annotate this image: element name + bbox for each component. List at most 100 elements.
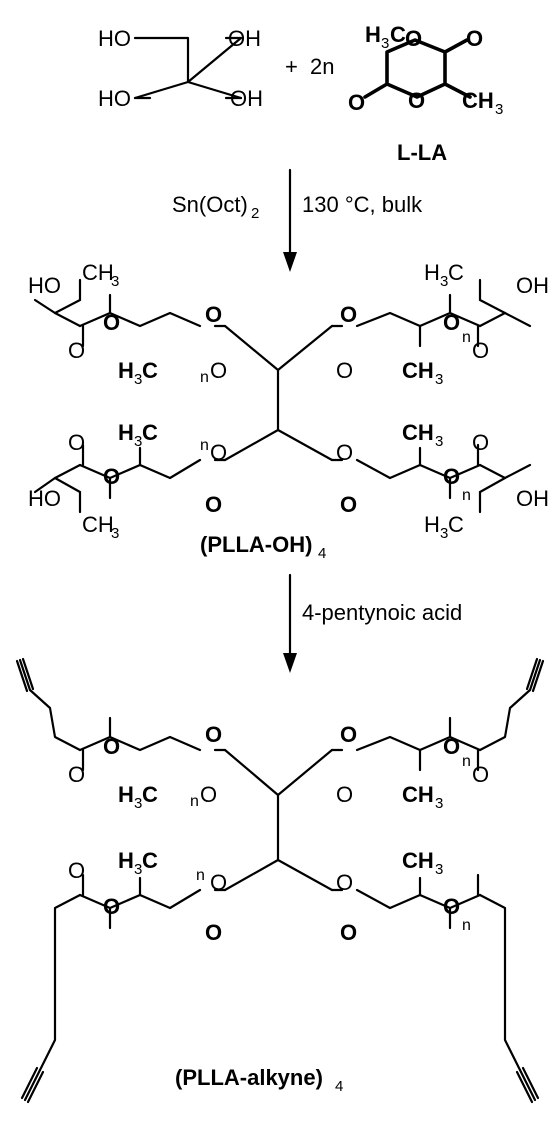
methyl-subscript: 3 xyxy=(495,101,503,118)
methyl-label: CH xyxy=(402,782,434,807)
methyl-label: C xyxy=(142,358,158,383)
carbonyl-oxygen: O xyxy=(68,338,85,363)
repeat-index: n xyxy=(462,917,471,934)
lactide-molecule: H 3 C O O O O CH 3 L-LA xyxy=(348,22,503,165)
methyl-subscript: 3 xyxy=(134,795,142,812)
carbonyl-oxygen: O xyxy=(68,430,85,455)
methyl-label: H xyxy=(118,358,134,383)
product-subscript: 4 xyxy=(318,545,326,562)
pentaerythritol: HO OH HO OH xyxy=(98,26,263,111)
ester-oxygen: O xyxy=(443,894,460,919)
carbonyl-oxygen: O xyxy=(340,722,357,747)
methyl-label: C xyxy=(390,22,406,47)
methyl-label: H xyxy=(118,782,134,807)
methyl-subscript: 3 xyxy=(134,861,142,878)
methyl-label: H xyxy=(424,260,440,285)
conditions-label: 130 °C, bulk xyxy=(302,192,423,217)
repeat-index: n xyxy=(462,487,471,504)
methyl-label: C xyxy=(448,260,464,285)
carbonyl-oxygen: O xyxy=(340,492,357,517)
methyl-label: C xyxy=(142,420,158,445)
hydroxyl-label: OH xyxy=(516,273,549,298)
core-oxygen: O xyxy=(210,358,227,383)
carbonyl-oxygen: O xyxy=(205,492,222,517)
ester-oxygen: O xyxy=(443,310,460,335)
repeat-index: n xyxy=(196,867,205,884)
plus-sign: + xyxy=(285,54,298,79)
carbonyl-oxygen: O xyxy=(472,430,489,455)
repeat-index: n xyxy=(200,437,209,454)
methyl-subscript: 3 xyxy=(435,371,443,388)
product-subscript: 4 xyxy=(335,1078,343,1095)
methyl-label: CH xyxy=(402,848,434,873)
product-label: (PLLA-alkyne) xyxy=(175,1065,323,1090)
reaction-arrow-2: 4-pentynoic acid xyxy=(283,573,462,673)
methyl-label: H xyxy=(118,420,134,445)
carbonyl-oxygen: O xyxy=(205,722,222,747)
hydroxyl-label: OH xyxy=(516,486,549,511)
methyl-subscript: 3 xyxy=(111,273,119,290)
methyl-label: CH xyxy=(82,260,114,285)
carbonyl-oxygen: O xyxy=(340,920,357,945)
hydroxyl-label: HO xyxy=(98,86,131,111)
plla-oh-product: HO CH 3 O O O H 3 C n O H 3 C OH O O n O… xyxy=(28,260,549,562)
product-label: (PLLA-OH) xyxy=(200,532,312,557)
carbonyl-oxygen: O xyxy=(205,302,222,327)
core-oxygen: O xyxy=(336,870,353,895)
carbonyl-oxygen: O xyxy=(68,762,85,787)
repeat-index: n xyxy=(462,753,471,770)
methyl-subscript: 3 xyxy=(440,525,448,542)
repeat-index: n xyxy=(462,329,471,346)
methyl-subscript: 3 xyxy=(381,35,389,52)
catalyst-label: Sn(Oct) xyxy=(172,192,248,217)
carbonyl-oxygen: O xyxy=(472,338,489,363)
methyl-label: C xyxy=(142,782,158,807)
carbonyl-oxygen: O xyxy=(340,302,357,327)
methyl-label: CH xyxy=(82,512,114,537)
methyl-label: CH xyxy=(462,88,494,113)
ester-oxygen: O xyxy=(103,894,120,919)
ester-oxygen: O xyxy=(103,310,120,335)
carbonyl-oxygen: O xyxy=(472,762,489,787)
ring-oxygen: O xyxy=(405,26,422,51)
methyl-label: C xyxy=(448,512,464,537)
methyl-subscript: 3 xyxy=(134,433,142,450)
repeat-index: n xyxy=(190,793,199,810)
methyl-label: C xyxy=(142,848,158,873)
carbonyl-oxygen: O xyxy=(205,920,222,945)
reaction-arrow-1: Sn(Oct) 2 130 °C, bulk xyxy=(172,168,423,272)
core-oxygen: O xyxy=(336,782,353,807)
repeat-index: n xyxy=(200,369,209,386)
carbonyl-oxygen: O xyxy=(348,90,365,115)
hydroxyl-label: HO xyxy=(98,26,131,51)
core-oxygen: O xyxy=(210,870,227,895)
methyl-subscript: 3 xyxy=(435,795,443,812)
methyl-subscript: 3 xyxy=(440,273,448,290)
ester-oxygen: O xyxy=(443,464,460,489)
core-oxygen: O xyxy=(200,782,217,807)
core-oxygen: O xyxy=(210,440,227,465)
stoichiometric-coefficient: 2n xyxy=(310,54,334,79)
plla-alkyne-product: O O O H 3 C n O O O n O CH 3 O H 3 C O O… xyxy=(15,657,545,1104)
reagent-label: 4-pentynoic acid xyxy=(302,600,462,625)
ester-oxygen: O xyxy=(103,464,120,489)
methyl-label: H xyxy=(424,512,440,537)
monomer-label: L-LA xyxy=(397,140,447,165)
methyl-subscript: 3 xyxy=(111,525,119,542)
core-oxygen: O xyxy=(336,440,353,465)
methyl-subscript: 3 xyxy=(435,861,443,878)
hydroxyl-label: HO xyxy=(28,486,61,511)
carbonyl-oxygen: O xyxy=(68,858,85,883)
hydroxyl-label: OH xyxy=(230,86,263,111)
core-oxygen: O xyxy=(336,358,353,383)
carbonyl-oxygen: O xyxy=(466,26,483,51)
catalyst-subscript: 2 xyxy=(251,205,259,222)
ring-oxygen: O xyxy=(408,88,425,113)
ester-oxygen: O xyxy=(103,734,120,759)
hydroxyl-label: OH xyxy=(228,26,261,51)
hydroxyl-label: HO xyxy=(28,273,61,298)
ester-oxygen: O xyxy=(443,734,460,759)
methyl-subscript: 3 xyxy=(134,371,142,388)
methyl-subscript: 3 xyxy=(435,433,443,450)
